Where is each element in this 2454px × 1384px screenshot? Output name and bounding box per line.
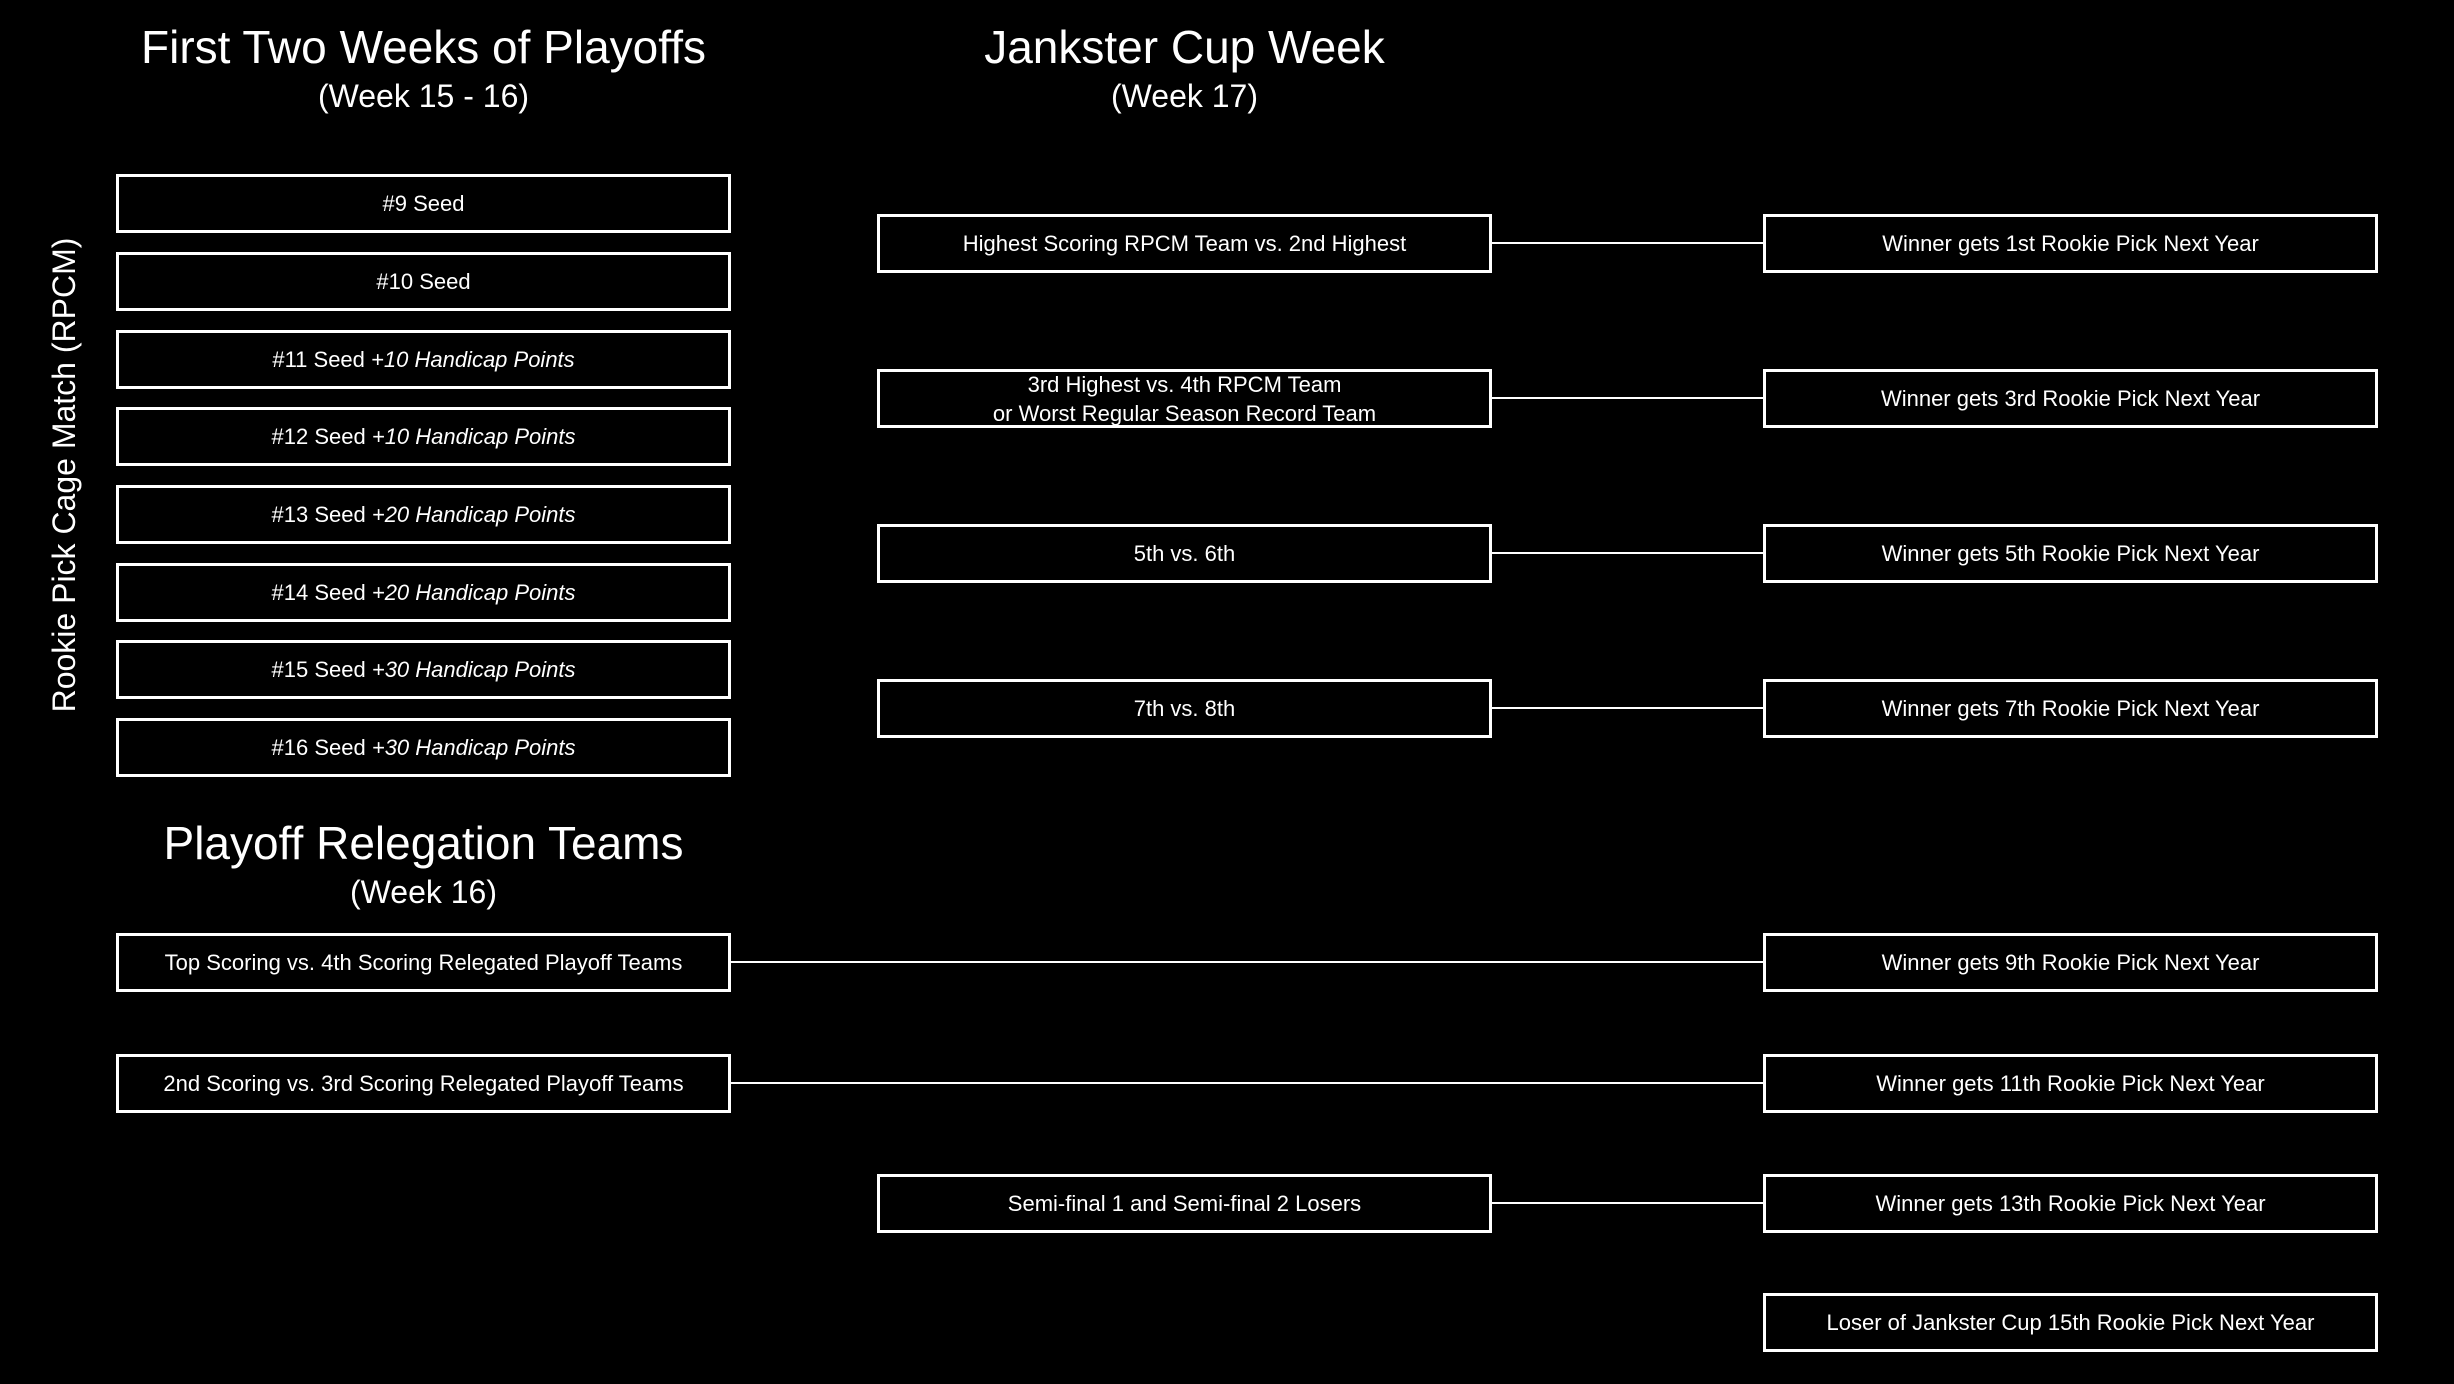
matchup-line: 7th vs. 8th (1133, 696, 1236, 721)
seed-box-14: #14 Seed +20 Handicap Points (116, 563, 731, 622)
outcome-label: Loser of Jankster Cup 15th Rookie Pick N… (1826, 1310, 2315, 1335)
outcome-label: Winner gets 1st Rookie Pick Next Year (1882, 231, 2259, 256)
outcome-label: Winner gets 11th Rookie Pick Next Year (1876, 1071, 2265, 1096)
heading-first-two-weeks-title: First Two Weeks of Playoffs (141, 21, 706, 73)
seed-label: #12 Seed (271, 424, 366, 449)
outcome-label: Winner gets 9th Rookie Pick Next Year (1881, 950, 2260, 975)
heading-jankster-cup-subtitle: (Week 17) (1110, 78, 1258, 114)
outcome-box-5th-pick: Winner gets 5th Rookie Pick Next Year (1763, 524, 2378, 583)
outcome-box-3rd-pick: Winner gets 3rd Rookie Pick Next Year (1763, 369, 2378, 428)
handicap-label: +10 Handicap Points (371, 424, 576, 449)
heading-jankster-cup-title: Jankster Cup Week (984, 21, 1385, 73)
heading-relegation-title: Playoff Relegation Teams (163, 817, 684, 869)
matchup-line: 5th vs. 6th (1133, 541, 1236, 566)
relegation-label: Top Scoring vs. 4th Scoring Relegated Pl… (164, 950, 683, 975)
outcome-box-15th-pick: Loser of Jankster Cup 15th Rookie Pick N… (1763, 1293, 2378, 1352)
seed-label: #9 Seed (382, 191, 465, 216)
matchup-box-2: 3rd Highest vs. 4th RPCM Team or Worst R… (877, 369, 1492, 428)
matchup-line: 3rd Highest vs. 4th RPCM Team (1027, 371, 1342, 397)
handicap-label: +30 Handicap Points (371, 657, 576, 682)
outcome-box-13th-pick: Winner gets 13th Rookie Pick Next Year (1763, 1174, 2378, 1233)
connector-matchup-2 (1492, 397, 1763, 399)
matchup-box-3: 5th vs. 6th (877, 524, 1492, 583)
seed-label: #13 Seed (271, 502, 366, 527)
rpcm-side-label: Rookie Pick Cage Match (RPCM) (46, 237, 82, 713)
seed-label: #16 Seed (271, 735, 366, 760)
outcome-label: Winner gets 7th Rookie Pick Next Year (1881, 696, 2260, 721)
seed-box-12: #12 Seed +10 Handicap Points (116, 407, 731, 466)
outcome-box-7th-pick: Winner gets 7th Rookie Pick Next Year (1763, 679, 2378, 738)
heading-first-two-weeks: First Two Weeks of Playoffs (Week 15 - 1… (116, 20, 731, 116)
outcome-box-9th-pick: Winner gets 9th Rookie Pick Next Year (1763, 933, 2378, 992)
outcome-label: Winner gets 5th Rookie Pick Next Year (1881, 541, 2260, 566)
seed-box-15: #15 Seed +30 Handicap Points (116, 640, 731, 699)
heading-first-two-weeks-subtitle: (Week 15 - 16) (317, 78, 530, 114)
heading-jankster-cup: Jankster Cup Week (Week 17) (877, 20, 1492, 116)
seed-box-11: #11 Seed +10 Handicap Points (116, 330, 731, 389)
matchup-line-2: or Worst Regular Season Record Team (992, 400, 1377, 426)
semifinal-losers-box: Semi-final 1 and Semi-final 2 Losers (877, 1174, 1492, 1233)
relegation-box-2: 2nd Scoring vs. 3rd Scoring Relegated Pl… (116, 1054, 731, 1113)
connector-relegation-2 (731, 1082, 1763, 1084)
outcome-label: Winner gets 3rd Rookie Pick Next Year (1880, 386, 2261, 411)
connector-semifinal-losers (1492, 1202, 1763, 1204)
connector-matchup-3 (1492, 552, 1763, 554)
handicap-label: +20 Handicap Points (371, 502, 576, 527)
handicap-label: +20 Handicap Points (371, 580, 576, 605)
seed-box-9: #9 Seed (116, 174, 731, 233)
connector-relegation-1 (731, 961, 1763, 963)
matchup-line: Highest Scoring RPCM Team vs. 2nd Highes… (962, 231, 1407, 256)
semifinal-losers-label: Semi-final 1 and Semi-final 2 Losers (1007, 1191, 1362, 1216)
connector-matchup-1 (1492, 242, 1763, 244)
handicap-label: +10 Handicap Points (371, 347, 575, 372)
relegation-box-1: Top Scoring vs. 4th Scoring Relegated Pl… (116, 933, 731, 992)
outcome-label: Winner gets 13th Rookie Pick Next Year (1875, 1191, 2266, 1216)
connector-matchup-4 (1492, 707, 1763, 709)
seed-box-13: #13 Seed +20 Handicap Points (116, 485, 731, 544)
seed-label: #10 Seed (376, 269, 471, 294)
heading-relegation: Playoff Relegation Teams (Week 16) (116, 816, 731, 912)
seed-label: #14 Seed (271, 580, 366, 605)
outcome-box-1st-pick: Winner gets 1st Rookie Pick Next Year (1763, 214, 2378, 273)
seed-box-10: #10 Seed (116, 252, 731, 311)
handicap-label: +30 Handicap Points (371, 735, 576, 760)
relegation-label: 2nd Scoring vs. 3rd Scoring Relegated Pl… (163, 1071, 684, 1096)
heading-relegation-subtitle: (Week 16) (349, 874, 497, 910)
matchup-box-1: Highest Scoring RPCM Team vs. 2nd Highes… (877, 214, 1492, 273)
seed-box-16: #16 Seed +30 Handicap Points (116, 718, 731, 777)
seed-label: #15 Seed (271, 657, 366, 682)
outcome-box-11th-pick: Winner gets 11th Rookie Pick Next Year (1763, 1054, 2378, 1113)
seed-label: #11 Seed (272, 347, 365, 372)
matchup-box-4: 7th vs. 8th (877, 679, 1492, 738)
